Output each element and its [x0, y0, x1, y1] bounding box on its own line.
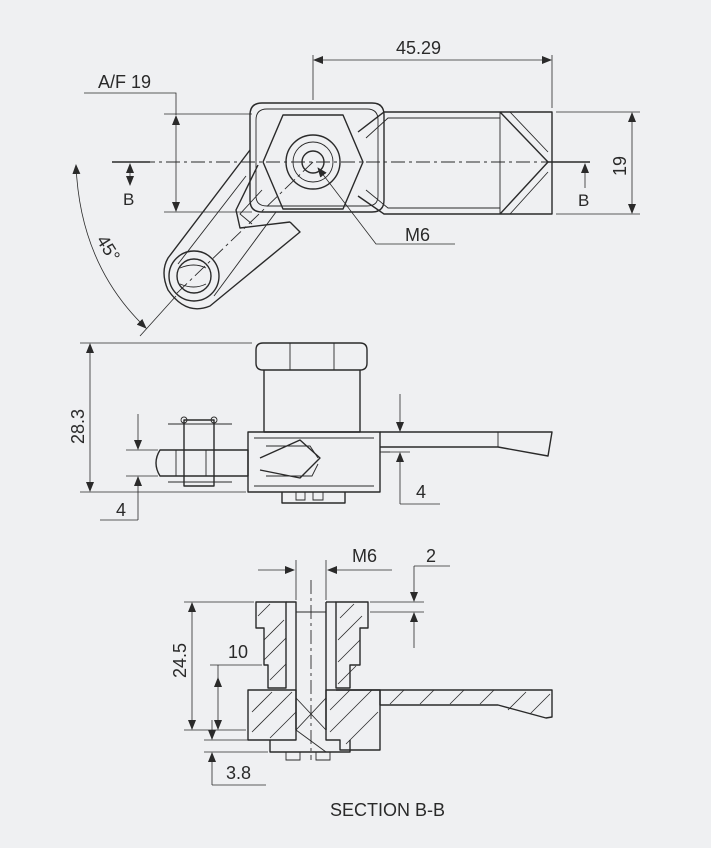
housing-side [247, 431, 381, 493]
section-housing [247, 689, 297, 741]
dim-across-flats-label: A/F 19 [98, 72, 151, 92]
nut-body-side [263, 370, 361, 433]
base-side [281, 492, 346, 504]
dim-thickness-right-label: 4 [416, 482, 426, 502]
lever-pin [176, 258, 212, 294]
section-nut-left-wall [255, 601, 287, 689]
dim-thread-top-label: M6 [405, 225, 430, 245]
dim-base-offset-label: 3.8 [226, 763, 251, 783]
hex-nut [262, 114, 364, 210]
lever-pin-outer [168, 250, 220, 302]
nut-housing-inner [255, 108, 379, 207]
front-view [80, 342, 553, 521]
dim-thickness-left-label: 4 [116, 500, 126, 520]
section-hatching [251, 603, 551, 745]
dim-height-label: 28.3 [68, 409, 88, 444]
section-mark-right: B [578, 191, 589, 210]
top-view [72, 55, 640, 337]
section-mark-left: B [123, 190, 134, 209]
section-plate [336, 689, 553, 719]
dim-section-height-label: 24.5 [170, 643, 190, 678]
nut-side [255, 342, 368, 371]
nut-housing-outline [249, 102, 385, 213]
section-nut-right-wall [335, 601, 369, 689]
tongue-side [380, 431, 553, 457]
section-caption: SECTION B-B [330, 800, 445, 820]
dim-length-label: 45.29 [396, 38, 441, 58]
lever-side [155, 449, 249, 477]
section-view [184, 560, 553, 786]
dim-inner-height-label: 10 [228, 642, 248, 662]
centerline-lever [174, 161, 314, 296]
tongue-arm [357, 111, 553, 215]
dim-width-label: 19 [610, 156, 630, 176]
dim-thread-section-label: M6 [352, 546, 377, 566]
lever-arm [163, 149, 301, 310]
dim-cap-offset-label: 2 [426, 546, 436, 566]
